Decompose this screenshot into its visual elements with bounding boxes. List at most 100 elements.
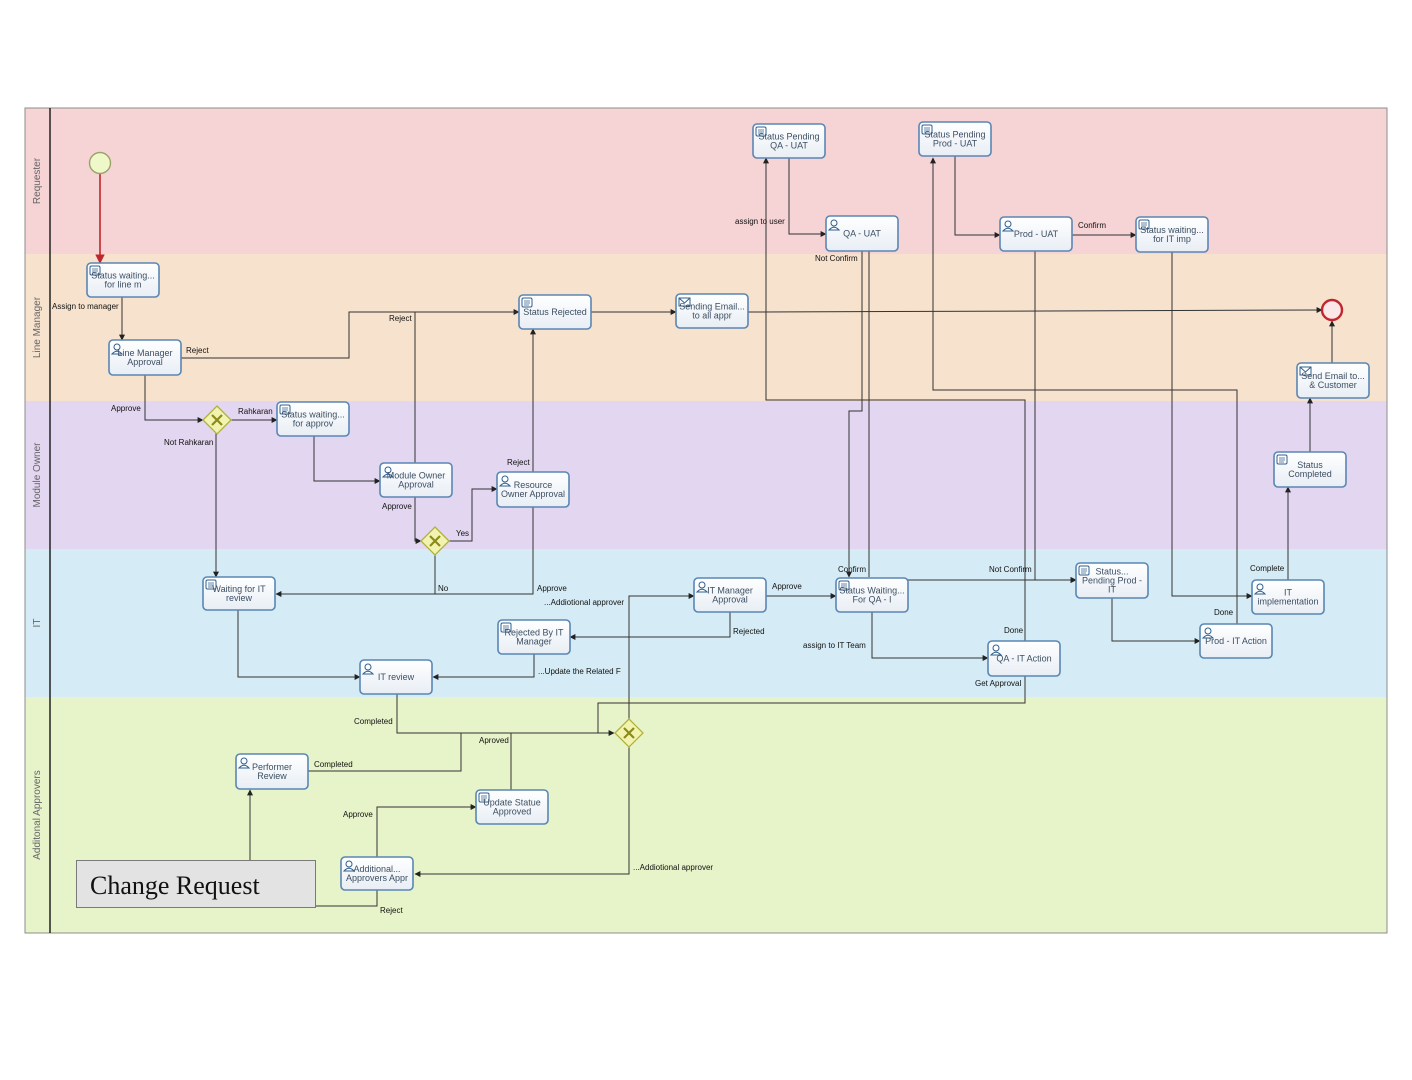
task-label: For QA - I [852, 595, 891, 605]
task-label: Status... [1095, 567, 1128, 577]
task-sending-email-to-all-appr[interactable]: Sending Email...to all appr [675, 293, 749, 329]
task-qa-it-action[interactable]: QA - IT Action [987, 640, 1061, 677]
user-icon [989, 644, 1003, 656]
gateway-x-icon [429, 535, 441, 547]
flow-label: Done [1004, 626, 1024, 635]
sequence-flow-24 [930, 157, 1238, 624]
task-qa-uat[interactable]: QA - UAT [825, 215, 899, 252]
flow-label: Reject [380, 906, 403, 915]
task-label: Approved [493, 807, 532, 817]
flow-label: Approve [343, 810, 373, 819]
task-box [1135, 216, 1209, 253]
sequence-flow-9 [414, 497, 422, 544]
script-icon [755, 126, 767, 137]
script-icon [838, 580, 850, 591]
task-label: IT Manager [707, 586, 753, 596]
task-box [276, 401, 350, 437]
task-box [693, 577, 767, 613]
task-additional-approvers-appr[interactable]: Additional...Approvers Appr [340, 856, 414, 891]
gateway-additional-approval[interactable] [614, 718, 644, 748]
task-prod-uat[interactable]: Prod - UAT [999, 216, 1073, 252]
task-box [235, 753, 309, 790]
diagram-title-box: Change Request [76, 860, 316, 908]
task-send-email-to-customer[interactable]: Send Email to...& Customer [1296, 362, 1370, 399]
task-label: Approval [398, 480, 434, 490]
task-label: QA - IT Action [996, 654, 1051, 664]
sequence-flow-10 [448, 486, 498, 542]
user-icon [1201, 627, 1215, 639]
flow-label: Confirm [1078, 221, 1106, 230]
flow-label: assign to IT Team [803, 641, 866, 650]
user-icon [381, 466, 395, 478]
task-label: Approvers Appr [346, 873, 408, 883]
script-icon [205, 579, 217, 590]
task-label: Status Pending [924, 130, 985, 140]
flow-label: Not Rahkaran [164, 438, 213, 447]
task-it-review[interactable]: IT review [359, 659, 433, 695]
script-icon [279, 404, 291, 415]
task-box [1273, 451, 1347, 488]
task-prod-it-action[interactable]: Prod - IT Action [1199, 623, 1273, 659]
email-icon [678, 297, 691, 307]
task-box [675, 293, 749, 329]
lane-label-it: IT [32, 619, 43, 628]
task-label: Owner Approval [501, 489, 565, 499]
task-label: Waiting for IT [212, 584, 266, 594]
task-label: Rejected By IT [504, 628, 564, 638]
sequence-flow-7 [313, 436, 381, 484]
flow-label: Done [1214, 608, 1234, 617]
gateway-module-owner-approve[interactable] [420, 526, 450, 556]
flow-label: Completed [314, 760, 353, 769]
task-label: Status waiting... [281, 410, 345, 420]
task-label: Performer [252, 762, 292, 772]
flow-label: Complete [1250, 564, 1285, 573]
task-status-rejected[interactable]: Status Rejected [518, 294, 592, 330]
user-icon [695, 581, 709, 593]
flow-label: Reject [389, 314, 412, 323]
script-icon [521, 297, 533, 308]
task-label: Module Owner [387, 471, 446, 481]
task-box [1199, 623, 1273, 659]
task-box [518, 294, 592, 330]
sequence-flow-3 [144, 375, 204, 423]
task-status-waiting-for-approv[interactable]: Status waiting...for approv [276, 401, 350, 437]
sequence-flow-30 [1111, 598, 1201, 644]
task-box [1251, 579, 1325, 615]
task-label: Send Email to... [1301, 371, 1365, 381]
task-label: QA - UAT [770, 141, 808, 151]
task-status-waiting-for-qa-i[interactable]: Status Waiting...For QA - I [835, 577, 909, 613]
start-event[interactable] [88, 151, 112, 175]
task-status-pending-prod-it[interactable]: Status...Pending Prod -IT [1075, 562, 1149, 599]
flow-label: Approve [111, 404, 141, 413]
script-icon [921, 124, 933, 135]
sequence-flow-39 [308, 733, 462, 772]
end-event[interactable] [1320, 298, 1344, 322]
task-label: Status Rejected [523, 307, 587, 317]
user-icon [342, 860, 356, 872]
lane-label-line-manager: Line Manager [32, 296, 43, 358]
user-icon [1253, 583, 1267, 595]
sequence-flow-32 [569, 612, 731, 640]
script-icon [478, 792, 490, 803]
sequence-flow-23 [763, 157, 1026, 641]
task-label: Status [1297, 460, 1323, 470]
flow-label: Rejected [733, 627, 765, 636]
task-label: Sending Email... [679, 302, 745, 312]
lane-label-requester: Requester [32, 157, 43, 204]
flow-label: Reject [507, 458, 530, 467]
task-status-waiting-for-it-imp[interactable]: Status waiting...for IT imp [1135, 216, 1209, 253]
task-status-waiting-for-line-m[interactable]: Status waiting...for line m [86, 262, 160, 298]
gateway-module-owner-routing[interactable] [202, 405, 232, 435]
